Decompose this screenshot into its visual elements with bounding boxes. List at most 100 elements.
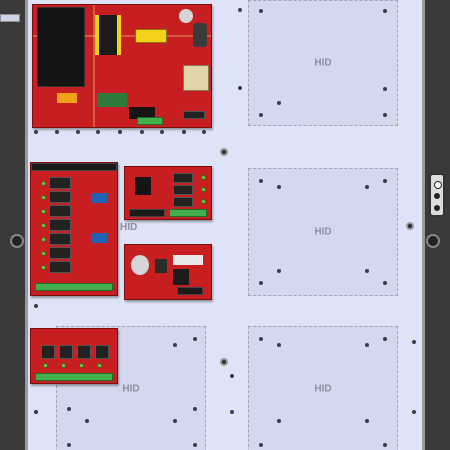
hid-slot-middle-right[interactable]: HID: [248, 168, 398, 296]
slot-label: HID: [120, 222, 138, 233]
relay: [173, 185, 193, 195]
plate-hole: [230, 374, 234, 378]
mount-hole: [277, 269, 281, 273]
power-supply-board[interactable]: [32, 4, 212, 128]
plate-hole: [96, 130, 100, 134]
mount-hole: [259, 113, 263, 117]
hid-slot-bottom-right[interactable]: HID: [248, 326, 398, 450]
terminal-strip: [31, 163, 117, 171]
enclosure-left-frame: [0, 0, 28, 450]
mount-hole: [259, 281, 263, 285]
mount-hole: [365, 185, 369, 189]
relay: [49, 219, 71, 231]
mounting-standoff-icon: [220, 358, 228, 366]
mount-hole: [193, 337, 197, 341]
slot-label: HID: [314, 226, 332, 238]
status-led: [41, 237, 46, 242]
mount-hole: [85, 419, 89, 423]
status-led: [61, 363, 66, 368]
plate-hole: [140, 130, 144, 134]
status-led: [201, 187, 206, 192]
terminal-block: [183, 111, 205, 119]
capacitor: [179, 9, 193, 23]
mount-hole: [259, 9, 263, 13]
relay: [49, 233, 71, 245]
plate-hole: [230, 410, 234, 414]
relay: [77, 345, 91, 359]
mount-hole: [259, 179, 263, 183]
capacitor: [193, 23, 207, 47]
hid-slot-top-right[interactable]: HID: [248, 0, 398, 126]
mount-hole: [277, 101, 281, 105]
status-led: [41, 209, 46, 214]
capacitor: [131, 255, 149, 275]
slot-label: HID: [122, 383, 140, 395]
mount-hole: [67, 443, 71, 447]
mount-hole: [383, 337, 387, 341]
mount-hole: [383, 281, 387, 285]
ic-module: [97, 93, 127, 107]
status-led: [41, 223, 46, 228]
transformer-small: [173, 269, 189, 285]
capacitor-block: [135, 29, 167, 43]
relay-board-8ch[interactable]: [30, 162, 118, 296]
plate-hole: [412, 340, 416, 344]
latch-dot: [434, 181, 442, 189]
latch-dot: [434, 205, 440, 211]
mount-hole: [193, 407, 197, 411]
relay: [49, 261, 71, 273]
hinge-icon: [10, 234, 24, 248]
mount-hole: [383, 87, 387, 91]
mount-hole: [383, 113, 387, 117]
plate-hole: [34, 304, 38, 308]
power-controller-board[interactable]: [124, 244, 212, 300]
enclosure-right-frame: [422, 0, 450, 450]
latch-dot: [434, 193, 440, 199]
ic-chip: [129, 107, 155, 119]
plate-hole: [412, 410, 416, 414]
plate-hole: [34, 130, 38, 134]
relay: [95, 345, 109, 359]
transformer: [37, 7, 85, 87]
plate-hole: [55, 130, 59, 134]
relay: [49, 177, 71, 189]
status-led: [43, 363, 48, 368]
mount-hole: [259, 337, 263, 341]
relay-board-4ch[interactable]: [30, 328, 118, 384]
dip-switch: [91, 233, 107, 243]
label-sticker: [173, 255, 203, 265]
transformer-coil: [95, 15, 121, 55]
relay: [49, 247, 71, 259]
mount-hole: [173, 343, 177, 347]
ic-chip: [155, 259, 167, 273]
mount-hole: [277, 419, 281, 423]
status-led: [201, 175, 206, 180]
mount-hole: [383, 179, 387, 183]
mount-hole: [173, 419, 177, 423]
mounting-standoff-icon: [220, 148, 228, 156]
mount-hole: [193, 443, 197, 447]
frame-notch: [0, 14, 20, 22]
pcb-trace: [33, 35, 211, 37]
transformer-small: [183, 65, 209, 91]
terminal-block: [35, 283, 113, 291]
relay: [49, 191, 71, 203]
plate-hole: [238, 86, 242, 90]
terminal-block: [35, 373, 113, 381]
fuse: [57, 93, 77, 103]
terminal-block: [169, 209, 207, 217]
terminal-block: [137, 117, 163, 125]
slot-label: HID: [314, 57, 332, 69]
door-latch-icon[interactable]: [429, 173, 445, 217]
plate-hole: [182, 130, 186, 134]
mount-hole: [383, 443, 387, 447]
terminal-block: [129, 209, 165, 217]
relay-board-3ch[interactable]: [124, 166, 212, 220]
terminal-block: [177, 287, 203, 295]
mount-hole: [383, 9, 387, 13]
plate-hole: [76, 130, 80, 134]
ic-chip: [135, 177, 151, 195]
status-led: [79, 363, 84, 368]
plate-hole: [118, 130, 122, 134]
